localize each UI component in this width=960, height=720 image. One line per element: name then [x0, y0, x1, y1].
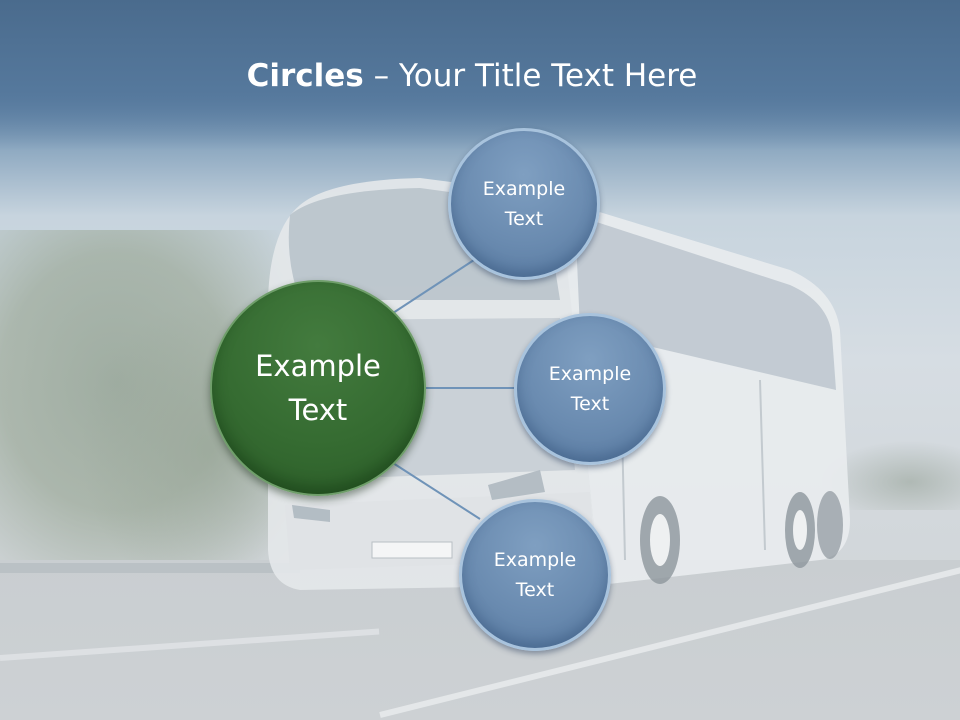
satellite-middle-line2: Text: [570, 393, 610, 415]
satellite-circle-middle[interactable]: Example Text: [514, 313, 666, 465]
title-band: [0, 0, 960, 150]
slide-title: Circles – Your Title Text Here: [0, 56, 944, 96]
satellite-circle-bottom[interactable]: Example Text: [459, 499, 611, 651]
title-rest: – Your Title Text Here: [363, 58, 698, 94]
satellite-circle-top[interactable]: Example Text: [448, 128, 600, 280]
satellite-bottom-line2: Text: [515, 579, 555, 601]
title-bold: Circles: [246, 58, 364, 94]
center-circle-line2: Text: [288, 393, 348, 427]
satellite-middle-line1: Example: [548, 363, 632, 385]
center-circle-line1: Example: [255, 349, 381, 383]
connector-bottom: [392, 462, 481, 520]
connector-top: [392, 257, 478, 314]
satellite-top-line1: Example: [482, 178, 566, 200]
guard-rail: [0, 563, 300, 573]
satellite-bottom-line1: Example: [493, 549, 577, 571]
center-circle[interactable]: Example Text: [210, 280, 426, 496]
satellite-top-line2: Text: [504, 208, 544, 230]
